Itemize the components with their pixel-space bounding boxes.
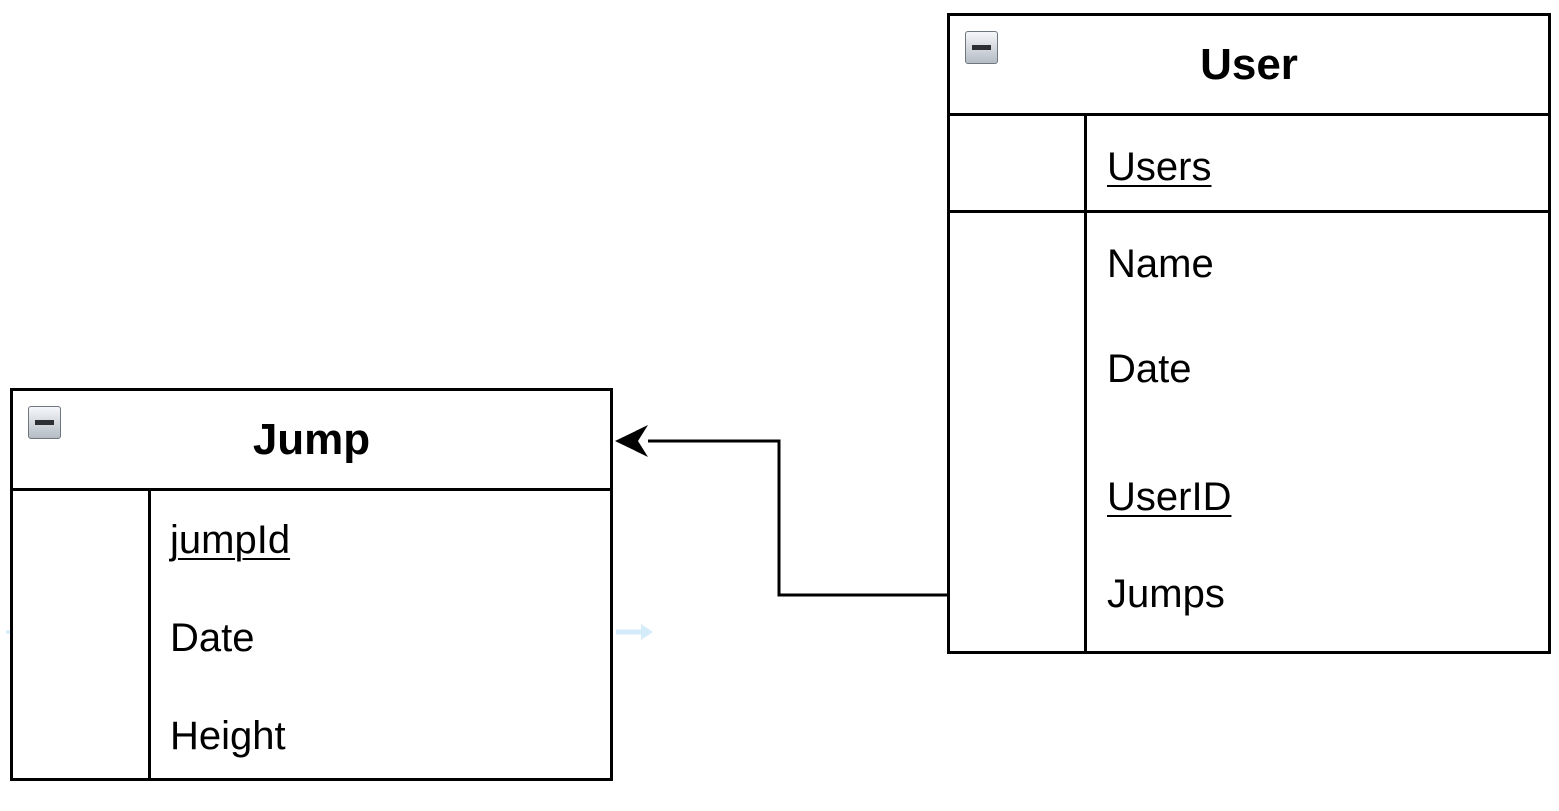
jump-field-date[interactable]: Date (170, 616, 255, 660)
user-entity[interactable]: User Users Name Date UserID Jumps (947, 13, 1551, 654)
user-to-jump-relationship-edge[interactable] (648, 439, 948, 597)
jump-entity-title: Jump (252, 414, 371, 464)
user-field-jumps[interactable]: Jumps (1107, 572, 1225, 616)
jump-field-height[interactable]: Height (170, 714, 286, 758)
connection-hint-right-icon[interactable] (616, 624, 653, 640)
user-key-divider (950, 210, 1548, 213)
user-field-name[interactable]: Name (1107, 242, 1214, 286)
user-field-userid[interactable]: UserID (1107, 475, 1232, 519)
collapse-minus-icon[interactable] (28, 406, 61, 439)
collapse-minus-icon[interactable] (965, 31, 998, 64)
jump-key-field[interactable]: jumpId (170, 518, 291, 562)
user-field-date[interactable]: Date (1107, 347, 1192, 391)
user-entity-title: User (1200, 39, 1298, 89)
user-key-column (950, 116, 1087, 651)
jump-entity-header: Jump (13, 391, 610, 491)
jump-entity[interactable]: Jump jumpId Date Height (10, 388, 613, 781)
user-to-jump-arrowhead (615, 425, 648, 457)
jump-key-column (13, 491, 151, 778)
user-entity-header: User (950, 16, 1548, 116)
user-key-field[interactable]: Users (1107, 145, 1212, 189)
